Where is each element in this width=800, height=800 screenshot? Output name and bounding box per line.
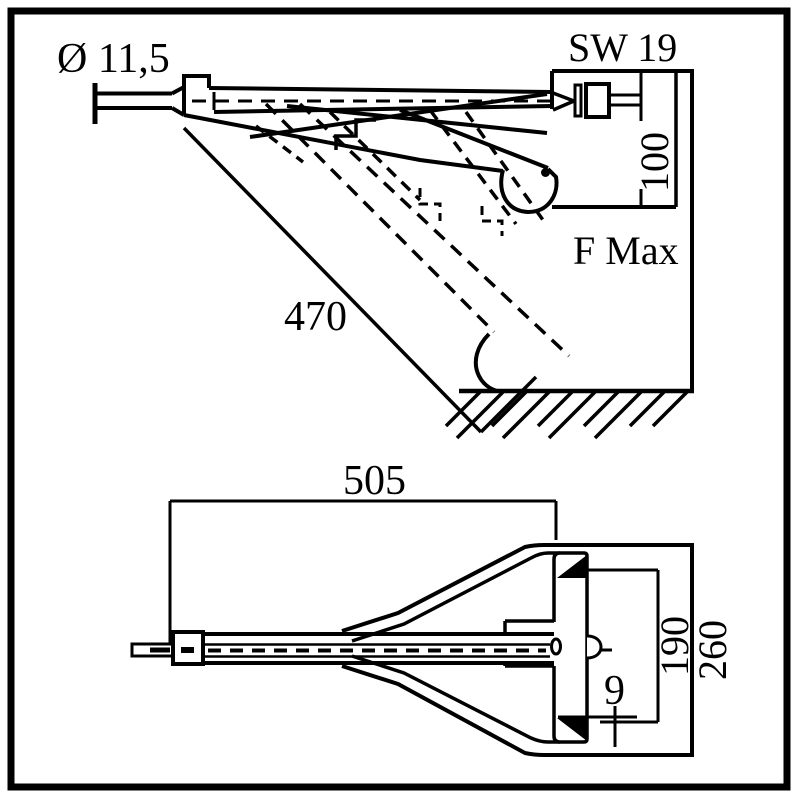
shaft-rod bbox=[92, 83, 186, 124]
dimension-505-lines bbox=[168, 499, 558, 644]
fluke-tip-upper bbox=[557, 555, 587, 578]
shackle bbox=[130, 630, 205, 666]
bolt-assembly bbox=[552, 71, 643, 207]
pivot-dot bbox=[541, 168, 550, 177]
ground-hatching bbox=[444, 388, 694, 440]
fluke-tip-lower bbox=[557, 718, 587, 741]
border-frame bbox=[7, 7, 791, 791]
diameter-label: Ø 11,5 bbox=[57, 36, 170, 82]
force-frame bbox=[550, 69, 694, 391]
collar bbox=[503, 619, 554, 668]
thickness-9-label: 9 bbox=[604, 668, 625, 714]
upper-arm-inner bbox=[351, 551, 560, 643]
dimension-470-lines bbox=[182, 126, 538, 434]
side-view bbox=[92, 69, 694, 440]
cross-braces bbox=[249, 92, 549, 170]
height-100-label: 100 bbox=[632, 132, 677, 192]
span-190-label: 190 bbox=[652, 616, 697, 676]
folded-position-dashed bbox=[254, 102, 571, 358]
dimension-190-9-lines bbox=[558, 568, 660, 747]
f-max-label: F Max bbox=[573, 228, 679, 273]
pivot-bump bbox=[586, 634, 612, 660]
head-block bbox=[182, 74, 553, 173]
hex-nut bbox=[584, 82, 611, 119]
length-470-label: 470 bbox=[284, 294, 347, 340]
fluke-tip bbox=[499, 167, 559, 215]
plan-view bbox=[130, 499, 694, 757]
step-bracket bbox=[334, 118, 376, 150]
width-260-label: 260 bbox=[690, 620, 735, 680]
shaft-end-hole bbox=[550, 637, 562, 656]
arms-and-frame bbox=[341, 543, 694, 757]
wrench-size-label: SW 19 bbox=[568, 25, 677, 70]
length-505-label: 505 bbox=[343, 458, 406, 504]
lower-arm-inner bbox=[351, 654, 560, 744]
shaft-tube bbox=[203, 632, 554, 665]
folded-tip-curve bbox=[473, 332, 498, 393]
